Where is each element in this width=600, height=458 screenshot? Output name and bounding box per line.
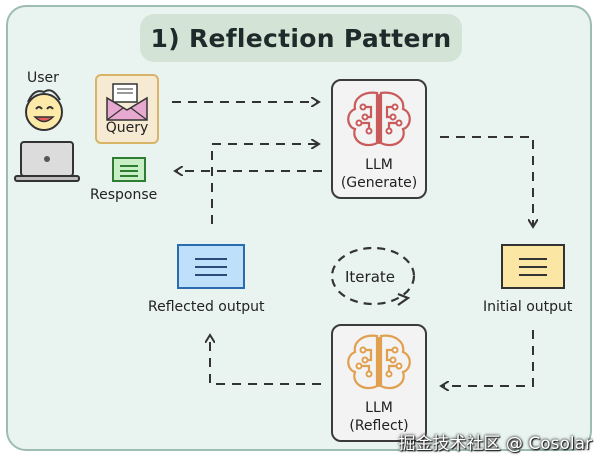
llm-top-role: (Generate): [340, 175, 418, 191]
envelope-icon: [106, 83, 148, 121]
brain-circuit-icon: [347, 334, 411, 390]
diagram-title: 1) Reflection Pattern: [140, 14, 462, 62]
brain-circuit-icon: [347, 91, 411, 147]
llm-bottom-role: (Reflect): [349, 418, 409, 434]
query-card: Query: [95, 74, 159, 144]
arrow-reflect-to-reflected: [210, 336, 321, 385]
initial-output-document-icon: [501, 244, 565, 289]
query-label: Query: [105, 120, 149, 136]
response-document-icon: [112, 157, 146, 182]
watermark: 掘金技术社区 @ Cosolar: [398, 434, 592, 454]
response-label: Response: [90, 187, 158, 203]
llm-generate-card: LLM (Generate): [331, 79, 427, 199]
llm-bottom-name: LLM: [365, 400, 393, 416]
llm-reflect-card: LLM (Reflect): [331, 324, 427, 442]
reflected-output-document-icon: [177, 244, 245, 289]
cycle-arrow-icon: [330, 246, 416, 306]
llm-top-name: LLM: [365, 157, 393, 173]
user-avatar-icon: [25, 89, 63, 131]
user-label: User: [27, 70, 59, 86]
arrow-reflected-to-llm: [211, 144, 318, 224]
iterate-label: Iterate: [345, 268, 396, 286]
arrow-llm-to-initial: [440, 136, 533, 226]
initial-output-label: Initial output: [483, 299, 573, 315]
laptop-icon: [14, 141, 80, 182]
arrow-initial-to-reflect: [442, 330, 534, 386]
reflected-output-label: Reflected output: [148, 299, 265, 315]
